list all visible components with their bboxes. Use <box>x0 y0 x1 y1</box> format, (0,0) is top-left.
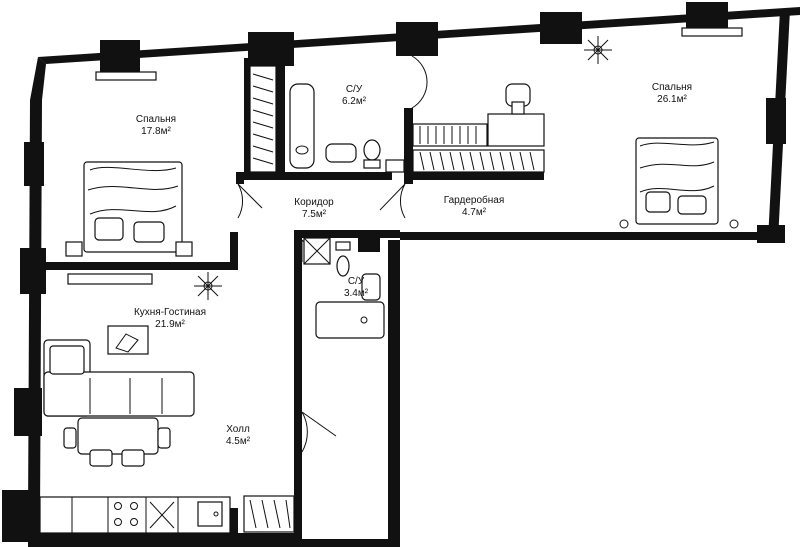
room-label-hall: Холл 4.5м² <box>226 424 250 448</box>
wardrobe-icon <box>243 65 545 533</box>
bathtub-icon <box>289 83 315 169</box>
room-name: С/У <box>347 276 365 287</box>
room-name: Коридор <box>294 197 334 208</box>
window-icon <box>2 2 786 542</box>
toilet-icon <box>363 139 405 173</box>
bed-icon <box>65 161 193 257</box>
plant-icon <box>194 36 612 300</box>
room-name: Спальня <box>651 82 693 93</box>
interior-walls <box>44 52 544 538</box>
room-label-bedroom-left: Спальня 17.8м² <box>136 114 176 138</box>
room-label-bathroom-top: С/У 6.2м² <box>342 84 366 108</box>
toilet-icon <box>335 241 351 277</box>
room-name: С/У <box>345 84 363 95</box>
room-area: 4.5м² <box>225 436 251 447</box>
room-name: Гардеробная <box>443 195 505 206</box>
room-name: Спальня <box>135 114 177 125</box>
room-area: 4.7м² <box>461 207 487 218</box>
room-label-corridor: Коридор 7.5м² <box>294 197 334 221</box>
room-area: 21.9м² <box>155 319 185 330</box>
stove-icon <box>114 502 138 526</box>
desk-icon <box>487 83 545 147</box>
room-area: 3.4м² <box>343 288 369 299</box>
room-label-bathroom-small: С/У 3.4м² <box>344 276 368 300</box>
room-label-bedroom-right: Спальня 26.1м² <box>652 82 692 106</box>
coffee-table-icon <box>107 325 149 355</box>
room-area: 17.8м² <box>141 126 171 137</box>
sink-icon <box>361 273 381 301</box>
bed-icon <box>619 137 739 229</box>
room-label-kitchen-living: Кухня-Гостиная 21.9м² <box>134 307 206 331</box>
tv-unit-icon <box>67 27 743 285</box>
room-name: Кухня-Гостиная <box>133 307 207 318</box>
door-swing-icon <box>237 55 428 453</box>
room-area: 26.1м² <box>657 94 687 105</box>
sofa-icon <box>43 339 195 417</box>
bathtub-icon <box>303 237 385 339</box>
room-area: 6.2м² <box>341 96 367 107</box>
sink-icon <box>325 143 357 163</box>
room-label-wardrobe: Гардеробная 4.7м² <box>444 195 505 219</box>
room-area: 7.5м² <box>301 209 327 220</box>
sink-icon <box>197 501 223 527</box>
dining-table-icon <box>63 417 171 467</box>
room-name: Холл <box>226 424 250 435</box>
